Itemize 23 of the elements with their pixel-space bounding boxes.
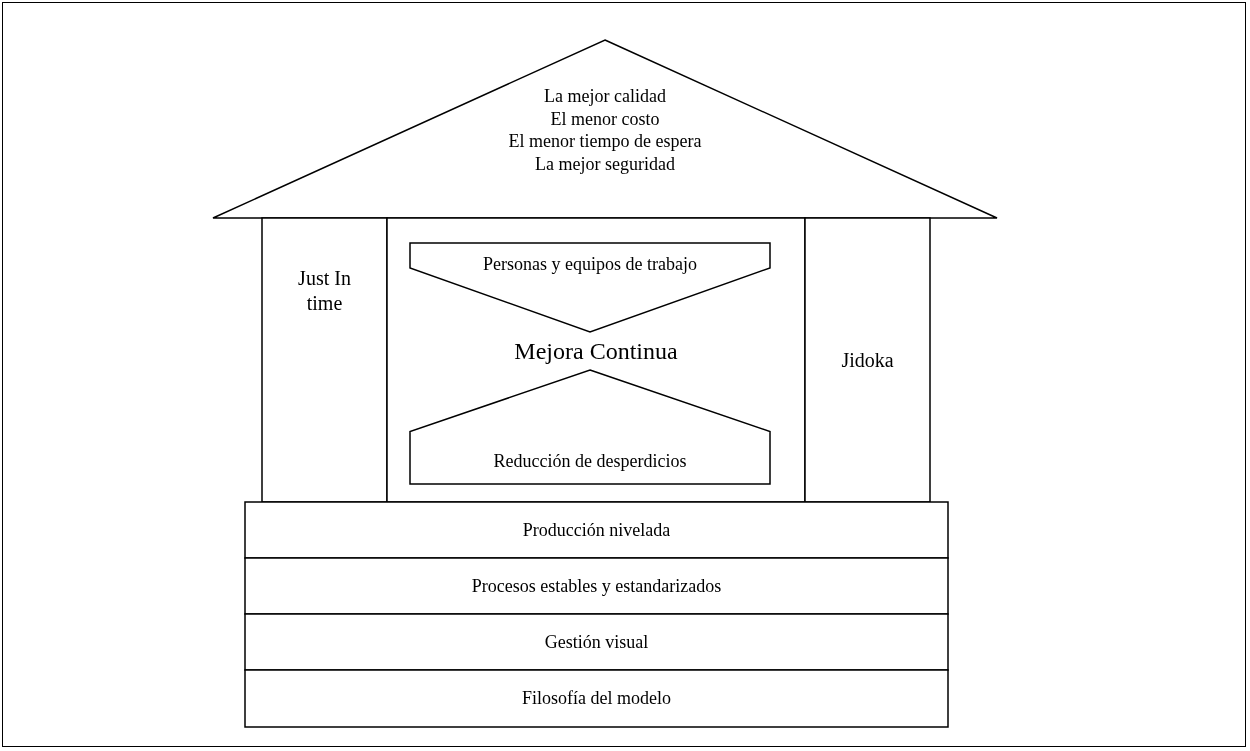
pillar [262, 218, 387, 502]
node-label: El menor costo [550, 107, 660, 130]
node-label: Producción nivelada [522, 518, 671, 542]
node-label: Personas y equipos de trabajo [483, 253, 697, 276]
node-label: Filosofía del modelo [522, 687, 671, 710]
node-label: Mejora Continua [514, 337, 678, 366]
node-label: La mejor seguridad [535, 152, 675, 175]
node-label: Reducción de desperdicios [493, 449, 687, 472]
node-label: El menor tiempo de espera [508, 130, 702, 153]
node-label: Procesos estables y estandarizados [471, 574, 722, 598]
foundation-layer [245, 558, 948, 614]
pentagon-shape [410, 370, 770, 484]
pillar [805, 218, 930, 502]
node-label: Jidoka [841, 347, 894, 373]
roof-triangle [213, 40, 997, 218]
foundation-layer [245, 502, 948, 558]
foundation-layer [245, 614, 948, 670]
center-panel [387, 218, 805, 502]
foundation-layer [245, 670, 948, 727]
node-label: Gestión visual [544, 630, 649, 654]
chevron-shape [410, 243, 770, 332]
node-label: La mejor calidad [544, 85, 666, 108]
node-label: Just In time [297, 266, 352, 316]
